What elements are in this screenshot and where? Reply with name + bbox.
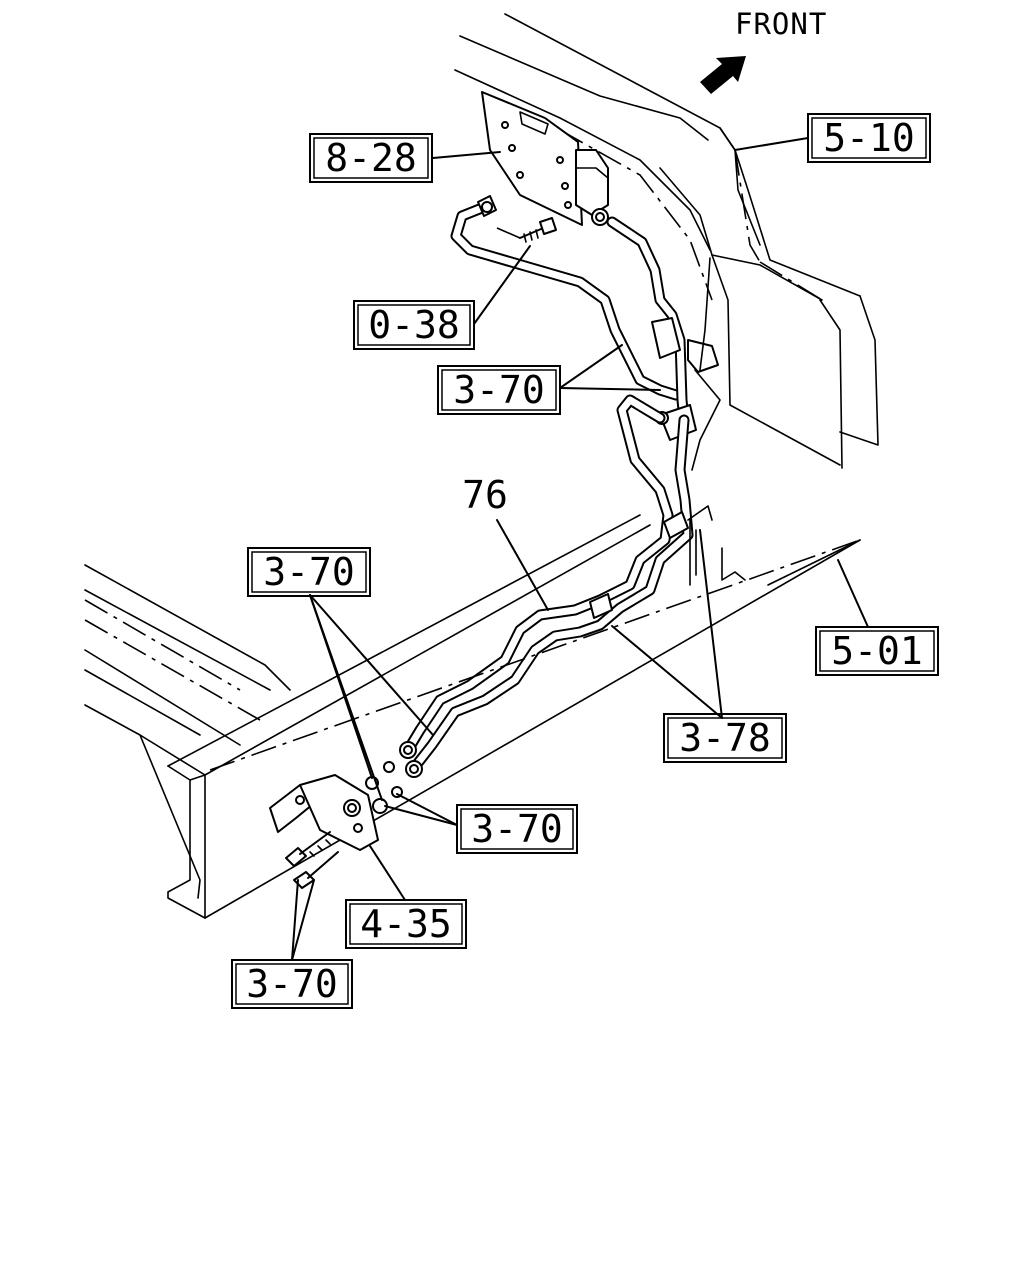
- bracket-bolts: [285, 831, 339, 889]
- callout-3-70-bolts-label: 3-70: [246, 962, 338, 1006]
- valve-bracket-plate: [481, 91, 583, 226]
- mounting-bolt: [496, 217, 557, 243]
- callout-3-70-bolts: 3-70: [231, 959, 353, 1009]
- callout-3-70-left-label: 3-70: [263, 550, 355, 594]
- callout-3-70-top-label: 3-70: [453, 368, 545, 412]
- callout-0-38: 0-38: [353, 300, 475, 350]
- callout-3-70-left: 3-70: [247, 547, 371, 597]
- callout-8-28-label: 8-28: [325, 136, 417, 180]
- upper-crossmember: [454, 13, 879, 469]
- callout-76-label: 76: [462, 473, 508, 517]
- proportioning-valve: [575, 149, 609, 226]
- callout-5-10-label: 5-10: [823, 116, 915, 160]
- callout-5-01: 5-01: [815, 626, 939, 676]
- callout-3-70-top: 3-70: [437, 365, 561, 415]
- callout-0-38-label: 0-38: [368, 303, 460, 347]
- callout-4-35-label: 4-35: [360, 902, 452, 946]
- callout-3-78: 3-78: [663, 713, 787, 763]
- main-brake-pipes: [399, 394, 694, 778]
- pipe-valve-to-junction: [606, 216, 690, 426]
- mounting-bracket: [269, 774, 379, 851]
- front-indicator: FRONT: [700, 7, 827, 94]
- front-label: FRONT: [735, 7, 827, 41]
- pipe-clips: [589, 505, 746, 619]
- callout-4-35: 4-35: [345, 899, 467, 949]
- pipe-upper-loop: [450, 195, 682, 401]
- callout-3-70-nuts: 3-70: [456, 804, 578, 854]
- leader-lines: [291, 137, 869, 961]
- front-direction-arrow-icon: [700, 56, 746, 94]
- callout-5-01-label: 5-01: [831, 629, 923, 673]
- callout-3-78-label: 3-78: [679, 716, 771, 760]
- frame-side-rail: [167, 514, 861, 919]
- callout-5-10: 5-10: [807, 113, 931, 163]
- callout-3-70-nuts-label: 3-70: [471, 807, 563, 851]
- callout-76: 76: [462, 473, 508, 517]
- left-crossmember: [84, 564, 291, 899]
- callout-8-28: 8-28: [309, 133, 433, 183]
